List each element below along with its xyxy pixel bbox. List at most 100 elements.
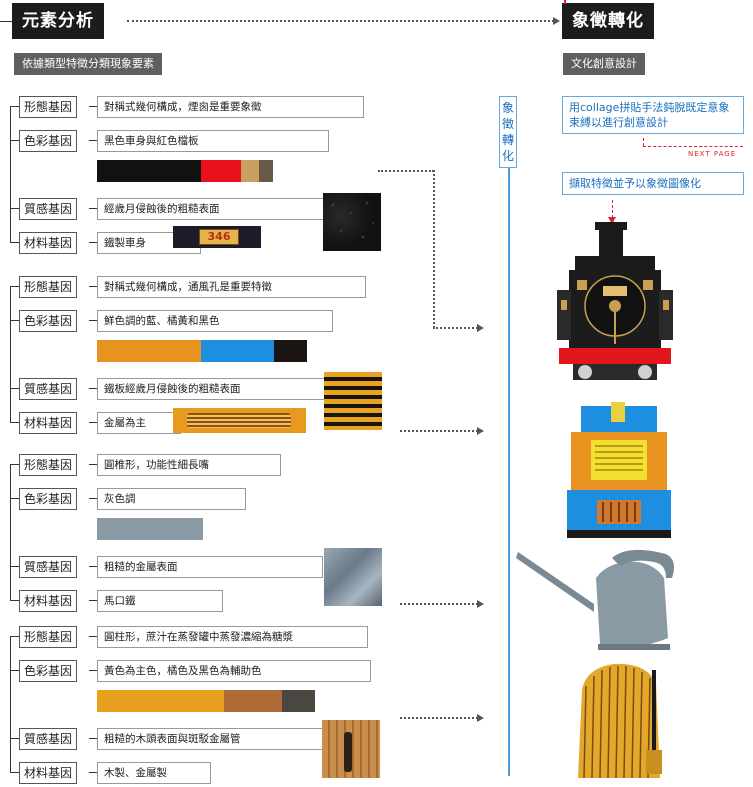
color-swatch xyxy=(97,518,203,540)
collage-design-note: 用collage拼貼手法鈍脫既定意象束縛以進行創意設計 xyxy=(562,96,744,134)
material-gene-label: 材料基因 xyxy=(19,232,78,254)
right-subtitle: 文化創意設計 xyxy=(563,53,645,75)
gene-connector xyxy=(89,242,97,243)
plate-number-badge: 346 xyxy=(199,229,239,245)
tree-branch xyxy=(10,498,19,499)
gene-connector xyxy=(89,600,97,601)
material-gene-desc: 木製、金屬製 xyxy=(97,762,211,784)
tree-branch xyxy=(10,242,19,243)
color-swatch xyxy=(274,340,307,362)
color-gene-desc: 灰色調 xyxy=(97,488,246,510)
texture-gene-label: 質感基因 xyxy=(19,198,78,220)
wooden-barrel-icon xyxy=(578,663,662,779)
connector-3-arrow xyxy=(477,600,484,608)
tree-trunk xyxy=(10,286,11,422)
tree-branch xyxy=(10,772,19,773)
color-swatch xyxy=(97,340,201,362)
connector-3-h xyxy=(400,603,478,605)
shape-gene-label: 形態基因 xyxy=(19,96,78,118)
shape-gene-desc: 對稱式幾何構成，通風孔是重要特徵 xyxy=(97,276,366,298)
vent-texture xyxy=(324,372,382,430)
gene-connector xyxy=(89,388,97,389)
tree-branch xyxy=(10,286,19,287)
color-swatch xyxy=(201,160,241,182)
connector-2-arrow xyxy=(477,427,484,435)
gene-connector xyxy=(89,738,97,739)
connector-1-v xyxy=(433,170,435,328)
top-connector xyxy=(127,20,554,22)
color-gene-desc: 黃色為主色，橘色及黑色為輔助色 xyxy=(97,660,371,682)
color-swatch xyxy=(259,160,273,182)
color-swatch xyxy=(282,690,315,712)
tree-branch xyxy=(10,422,19,423)
texture-gene-desc: 粗糙的木頭表面與斑駁金屬管 xyxy=(97,728,329,750)
tree-trunk xyxy=(10,106,11,242)
shape-gene-label: 形態基因 xyxy=(19,454,78,476)
texture-gene-desc: 粗糙的金屬表面 xyxy=(97,556,323,578)
gene-connector xyxy=(89,208,97,209)
rough-metal-texture xyxy=(324,548,382,606)
symbol-transform-header: 象徵轉化 xyxy=(562,3,654,39)
next-page-label: NEXT PAGE xyxy=(688,150,737,158)
tree-branch xyxy=(10,670,19,671)
tree-branch xyxy=(10,600,19,601)
gene-connector xyxy=(89,464,97,465)
tree-branch xyxy=(10,140,19,141)
left-subtitle: 依據類型特徵分類現象要素 xyxy=(14,53,162,75)
gene-connector xyxy=(89,422,97,423)
color-gene-desc: 鮮色調的藍、橘黃和黑色 xyxy=(97,310,333,332)
color-swatch xyxy=(241,160,259,182)
tree-branch xyxy=(10,388,19,389)
connector-4-h xyxy=(400,717,478,719)
texture-gene-desc: 經歲月侵蝕後的粗糙表面 xyxy=(97,198,326,220)
steam-locomotive-icon xyxy=(557,222,673,380)
texture-gene-desc: 鐵板經歲月侵蝕後的粗糙表面 xyxy=(97,378,331,400)
color-swatch xyxy=(97,690,224,712)
connector-1-arrow xyxy=(477,324,484,332)
color-gene-label: 色彩基因 xyxy=(19,130,78,152)
texture-gene-label: 質感基因 xyxy=(19,556,78,578)
gene-connector xyxy=(89,286,97,287)
tree-branch xyxy=(10,738,19,739)
material-gene-desc: 金屬為主 xyxy=(97,412,181,434)
color-gene-label: 色彩基因 xyxy=(19,488,78,510)
red-dashed-connector-h xyxy=(643,146,743,147)
tree-trunk xyxy=(10,464,11,600)
gene-connector xyxy=(89,636,97,637)
top-connector-arrow xyxy=(553,17,560,25)
red-rule-top xyxy=(564,0,566,4)
red-down-connector xyxy=(612,200,613,218)
red-down-arrow xyxy=(608,217,616,224)
color-swatch xyxy=(224,690,282,712)
rough-iron-texture xyxy=(323,193,381,251)
connector-2-h xyxy=(400,430,478,432)
tree-branch xyxy=(10,106,19,107)
shape-gene-label: 形態基因 xyxy=(19,276,78,298)
color-swatch xyxy=(97,160,201,182)
red-dashed-connector-v xyxy=(643,138,644,146)
color-gene-label: 色彩基因 xyxy=(19,310,78,332)
shape-gene-desc: 圓柱形，蔗汁在蒸發罐中蒸發濃縮為糖漿 xyxy=(97,626,368,648)
tree-branch xyxy=(10,464,19,465)
gene-connector xyxy=(89,772,97,773)
connector-1-h-top xyxy=(378,170,434,172)
metal-vent-image xyxy=(173,408,306,433)
symbol-transform-vertical-label: 象徵轉化 xyxy=(499,96,517,168)
blue-vertical-line xyxy=(508,96,510,776)
tree-branch xyxy=(10,208,19,209)
tree-branch xyxy=(10,566,19,567)
texture-gene-label: 質感基因 xyxy=(19,378,78,400)
shape-gene-label: 形態基因 xyxy=(19,626,78,648)
diesel-locomotive-icon xyxy=(567,402,671,538)
gene-connector xyxy=(89,566,97,567)
watering-can-icon xyxy=(516,549,674,650)
gene-connector xyxy=(89,320,97,321)
symbolize-feature-note: 擷取特徵並予以象徵圖像化 xyxy=(562,172,744,195)
connector-1-h xyxy=(433,327,478,329)
material-gene-desc: 馬口鐵 xyxy=(97,590,223,612)
material-gene-label: 材料基因 xyxy=(19,762,78,784)
color-swatch xyxy=(201,340,274,362)
shape-gene-desc: 圓椎形，功能性細長嘴 xyxy=(97,454,281,476)
wood-texture xyxy=(322,720,380,778)
tree-branch xyxy=(10,320,19,321)
